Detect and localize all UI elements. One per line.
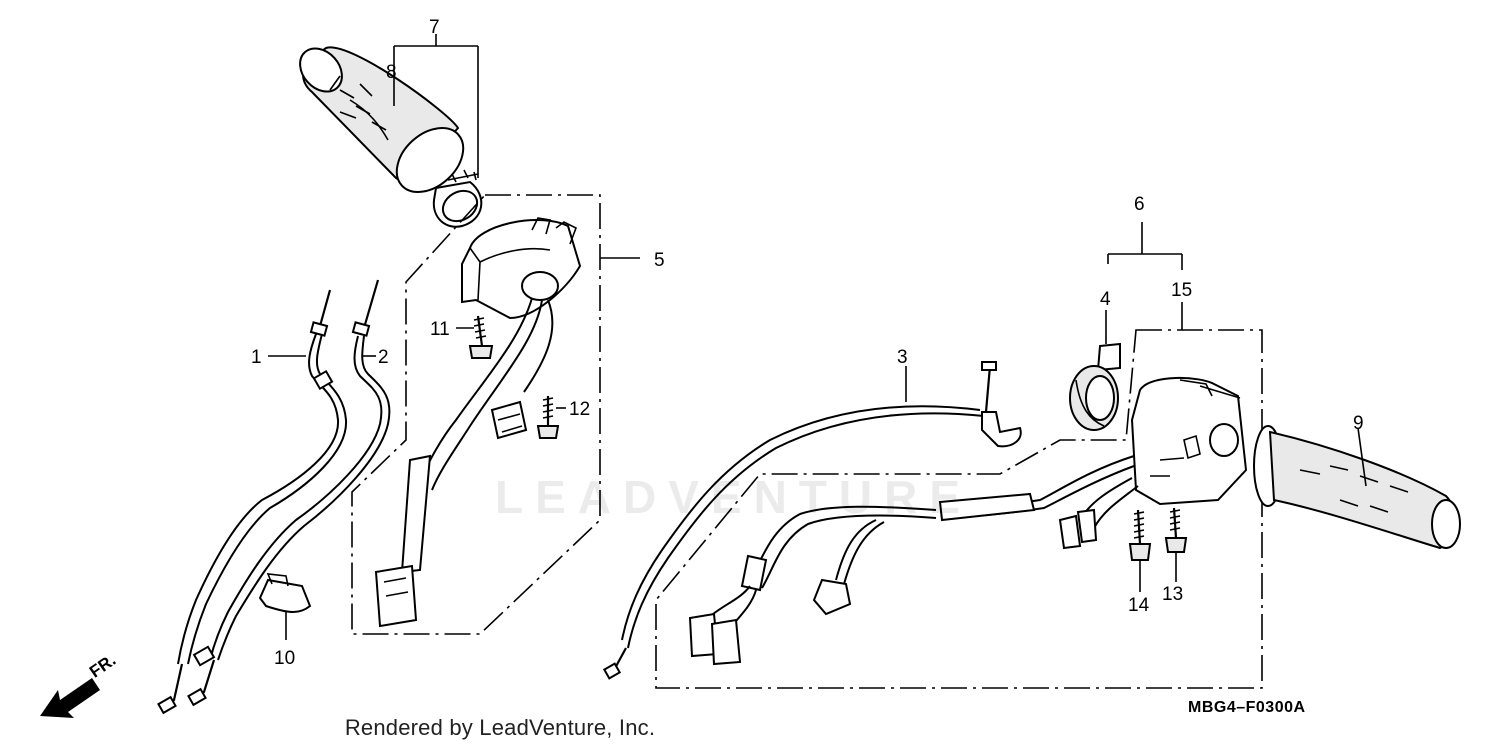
callout-12: 12 — [569, 399, 590, 420]
switch-4[interactable] — [1069, 342, 1121, 431]
callout-7: 7 — [429, 17, 440, 38]
callout-4: 4 — [1100, 289, 1111, 310]
drawing-code: MBG4–F0300A — [1188, 699, 1306, 716]
front-direction-arrow — [40, 678, 100, 718]
bracket-7 — [393, 34, 479, 178]
throttle-grip[interactable] — [292, 40, 483, 228]
assembly-5-outline — [351, 194, 640, 635]
watermark: LEADVENTURE — [495, 471, 973, 523]
cable-2[interactable] — [187, 279, 391, 707]
screw-13[interactable] — [1164, 507, 1188, 582]
callout-15: 15 — [1171, 280, 1192, 301]
left-switch-housing[interactable] — [374, 217, 582, 628]
callout-6: 6 — [1134, 194, 1145, 215]
right-switch-housing[interactable] — [938, 377, 1248, 550]
callout-8: 8 — [386, 62, 397, 83]
callout-14: 14 — [1128, 595, 1150, 616]
bracket-6 — [1105, 222, 1183, 344]
footer-text: Rendered by LeadVenture, Inc. — [344, 715, 656, 740]
handlebar-grip-9[interactable] — [1253, 425, 1461, 550]
callout-13: 13 — [1162, 584, 1183, 605]
callout-1: 1 — [251, 347, 262, 368]
footer-credit: Rendered by LeadVenture, Inc. — [0, 715, 1500, 741]
callout-5: 5 — [654, 250, 665, 271]
screw-12[interactable] — [536, 396, 560, 439]
cable-1[interactable] — [157, 289, 348, 715]
throttle-cable-3[interactable] — [602, 361, 1022, 680]
callout-11: 11 — [430, 319, 450, 340]
callout-2: 2 — [378, 347, 389, 368]
assembly-15-outline — [655, 329, 1263, 689]
callout-9: 9 — [1353, 413, 1364, 434]
screw-14[interactable] — [1128, 509, 1152, 592]
band-clip-10[interactable] — [258, 573, 312, 640]
callout-10: 10 — [274, 648, 295, 669]
screw-11[interactable] — [468, 315, 494, 359]
wire-harness — [688, 505, 937, 666]
callout-3: 3 — [897, 347, 908, 368]
